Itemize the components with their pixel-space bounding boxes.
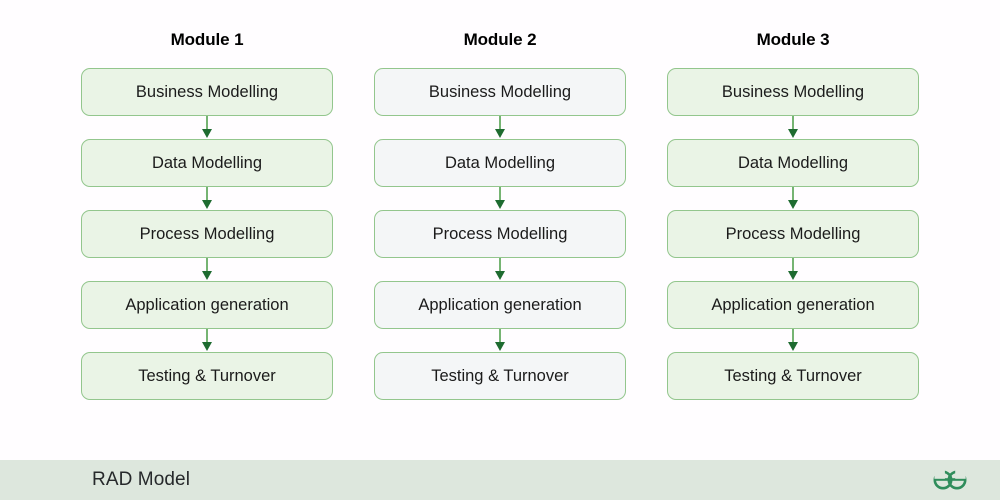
flow-arrow-icon [81,116,333,139]
arrow-head [202,129,212,138]
phase-node: Testing & Turnover [667,352,919,400]
arrow-stem [206,116,208,133]
arrow-stem [499,116,501,133]
phase-node: Business Modelling [81,68,333,116]
phase-node: Application generation [374,281,626,329]
arrow-stem [792,116,794,133]
arrow-head [495,200,505,209]
arrow-stem [792,187,794,204]
arrow-head [788,271,798,280]
flow-arrow-icon [667,329,919,352]
flow-arrow-icon [374,258,626,281]
flow-arrow-icon [374,187,626,210]
arrow-stem [206,187,208,204]
flow-arrow-icon [667,116,919,139]
phase-node: Application generation [81,281,333,329]
arrow-stem [206,258,208,275]
phase-node: Process Modelling [81,210,333,258]
arrow-head [495,271,505,280]
phase-node: Data Modelling [667,139,919,187]
arrow-stem [499,258,501,275]
arrow-head [495,129,505,138]
flow-arrow-icon [374,116,626,139]
phase-node: Process Modelling [667,210,919,258]
arrow-stem [792,329,794,346]
phase-node: Data Modelling [374,139,626,187]
footer-bar: RAD Model [0,460,1000,500]
flow-arrow-icon [81,187,333,210]
arrow-head [202,200,212,209]
diagram-caption: RAD Model [92,469,191,490]
arrow-head [788,342,798,351]
phase-node: Data Modelling [81,139,333,187]
module-column-title: Module 2 [463,30,537,49]
arrow-stem [206,329,208,346]
arrow-head [495,342,505,351]
phase-node: Business Modelling [667,68,919,116]
arrow-stem [499,187,501,204]
arrow-head [202,271,212,280]
flow-arrow-icon [667,258,919,281]
arrow-stem [792,258,794,275]
flow-arrow-icon [81,258,333,281]
flow-arrow-icon [81,329,333,352]
module-column-title: Module 3 [756,30,830,49]
arrow-head [788,129,798,138]
phase-node: Business Modelling [374,68,626,116]
flow-arrow-icon [667,187,919,210]
phase-node: Application generation [667,281,919,329]
arrow-head [202,342,212,351]
phase-node: Process Modelling [374,210,626,258]
arrow-stem [499,329,501,346]
arrow-head [788,200,798,209]
phase-node: Testing & Turnover [81,352,333,400]
module-column-title: Module 1 [170,30,244,49]
geeksforgeeks-logo[interactable] [928,467,972,493]
phase-node: Testing & Turnover [374,352,626,400]
flow-arrow-icon [374,329,626,352]
